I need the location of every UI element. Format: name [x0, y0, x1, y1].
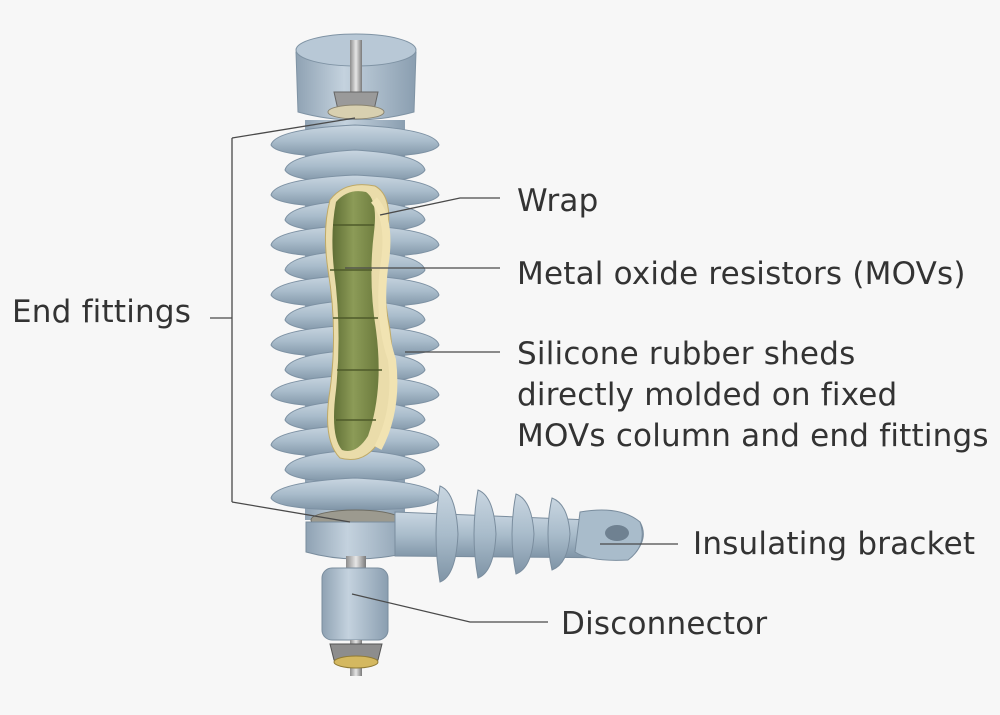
wrap-layer	[370, 197, 398, 450]
bracket-shed	[435, 485, 459, 583]
label-disconnector: Disconnector	[561, 606, 768, 642]
label-sheds-line-1: Silicone rubber sheds	[517, 336, 856, 372]
label-sheds: Silicone rubber sheds directly molded on…	[517, 334, 989, 457]
cutaway-section	[324, 184, 398, 460]
disconnector-leader	[351, 593, 548, 623]
label-sheds-line-2: directly molded on fixed	[517, 377, 898, 413]
bracket-shed	[511, 493, 535, 575]
leader-lines	[210, 117, 678, 623]
top-end-fitting	[295, 33, 417, 121]
end-fittings-top	[231, 117, 356, 139]
shed	[270, 477, 440, 511]
label-end-fittings: End fittings	[12, 294, 192, 330]
end-fittings-bottom	[231, 501, 351, 523]
insulating-bracket-art	[394, 485, 644, 583]
mov-column	[332, 191, 379, 452]
label-insulating-bracket: Insulating bracket	[693, 526, 976, 562]
bracket-shed	[473, 489, 497, 579]
disconnector-art	[321, 556, 389, 676]
bracket-shed	[547, 497, 571, 571]
label-movs: Metal oxide resistors (MOVs)	[517, 256, 966, 292]
label-sheds-line-3: MOVs column and end fittings	[517, 418, 989, 454]
wrap-leader	[379, 197, 500, 216]
label-wrap: Wrap	[517, 183, 599, 219]
